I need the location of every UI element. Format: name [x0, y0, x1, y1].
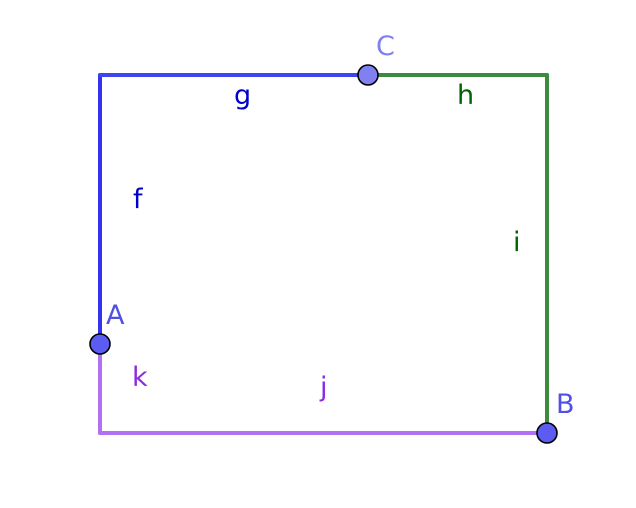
point-B[interactable] — [536, 422, 558, 444]
segment-label-j: j — [319, 372, 328, 403]
segment-label-k: k — [132, 362, 148, 393]
point-label-B: B — [556, 389, 575, 420]
segment-label-g: g — [234, 80, 251, 111]
segment-label-h: h — [457, 80, 474, 111]
segment-label-i: i — [513, 227, 521, 258]
point-A[interactable] — [89, 333, 111, 355]
point-label-A: A — [106, 300, 125, 331]
point-label-C: C — [376, 31, 395, 62]
segment-label-f: f — [133, 184, 144, 215]
point-C[interactable] — [357, 64, 379, 86]
